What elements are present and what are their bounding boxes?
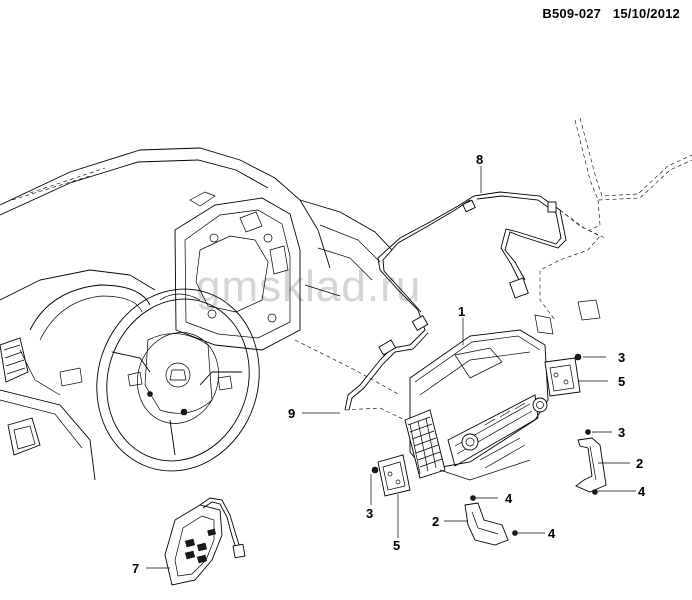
callout-2-right: 2	[636, 456, 643, 471]
radio-unit-1	[344, 329, 549, 481]
leader-lines	[146, 166, 636, 569]
callout-3-lower-left: 3	[366, 506, 373, 521]
callout-2-bottom: 2	[432, 514, 439, 529]
callout-9: 9	[288, 406, 295, 421]
callout-4-bottom-right: 4	[548, 526, 556, 541]
bracket-2-bottom	[464, 495, 518, 546]
callout-8: 8	[476, 152, 483, 167]
diagram-code: B509-027	[542, 6, 602, 21]
steering-control-7	[164, 497, 246, 586]
callout-5-lower-left: 5	[393, 538, 400, 553]
bracket-2-right	[575, 429, 607, 495]
watermark: gmsklad.ru	[196, 262, 422, 311]
wiring-harness-8	[344, 117, 692, 411]
callout-4-right: 4	[638, 484, 646, 499]
diagram-header: B509-027 15/10/2012	[534, 6, 680, 21]
callout-1: 1	[458, 304, 465, 319]
callout-7: 7	[132, 561, 139, 576]
callout-3-upper-right: 3	[618, 350, 625, 365]
bracket-5-lower	[371, 454, 411, 497]
callout-numbers: 8 1 3 5 9 3 2 4 4 3 2 4 5 7	[132, 152, 646, 576]
dashboard-drawing	[0, 147, 401, 481]
callout-5-upper-right: 5	[618, 374, 625, 389]
diagram-date: 15/10/2012	[612, 6, 680, 21]
callout-4-bottom-center: 4	[505, 491, 513, 506]
steering-wheel-drawing	[96, 288, 260, 472]
bracket-5-upper	[544, 353, 582, 397]
callout-3-right: 3	[618, 425, 625, 440]
